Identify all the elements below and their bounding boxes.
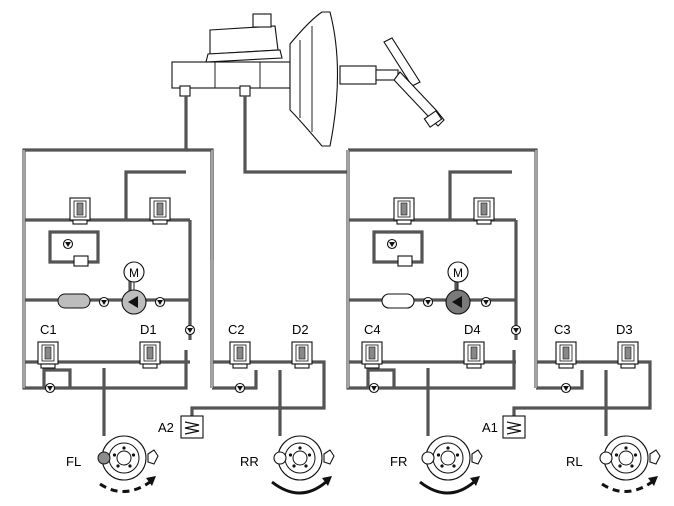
check-valve	[98, 296, 110, 308]
check-valve	[62, 238, 74, 250]
label-c2: C2	[228, 322, 245, 337]
wheels	[97, 435, 661, 495]
label-d1: D1	[140, 322, 157, 337]
check-valve	[422, 296, 434, 308]
check-valve	[510, 324, 522, 336]
master-cylinder-assembly	[171, 11, 445, 147]
accumulator-a2	[180, 415, 204, 439]
check-valve	[368, 382, 380, 394]
check-valve	[480, 296, 492, 308]
motor-right	[447, 261, 469, 283]
label-fl: FL	[66, 454, 81, 469]
motor-label-right: M	[453, 266, 463, 280]
low-pressure-accumulator-left	[57, 293, 91, 309]
label-d3: D3	[616, 322, 633, 337]
accumulator-a1	[502, 415, 526, 439]
valve-d2	[291, 341, 313, 369]
right-circuit-components: M	[361, 197, 639, 439]
valve-c3	[555, 341, 577, 369]
valve-c2	[229, 341, 251, 369]
check-valve	[560, 382, 572, 394]
motor-left	[123, 261, 145, 283]
valve-d1	[139, 341, 161, 369]
label-c1: C1	[40, 322, 57, 337]
low-pressure-accumulator-right	[381, 293, 415, 309]
valve-c1	[37, 341, 59, 369]
valve-upper-right-1	[393, 197, 415, 225]
label-a2: A2	[158, 420, 174, 435]
check-valve	[44, 382, 56, 394]
label-fr: FR	[390, 454, 407, 469]
valve-c4	[361, 341, 383, 369]
check-valve	[386, 238, 398, 250]
hydraulic-pipes	[22, 96, 652, 436]
label-c3: C3	[554, 322, 571, 337]
label-c4: C4	[364, 322, 381, 337]
valve-upper-left-2	[149, 197, 171, 225]
wheel-fl-caliper	[97, 451, 111, 465]
label-d2: D2	[292, 322, 309, 337]
motor-label-left: M	[129, 266, 139, 280]
label-a1: A1	[482, 420, 498, 435]
label-d4: D4	[464, 322, 481, 337]
diagram-labels: C1 D1 C2 D2 C4 D4 C3 D3 A2 A1 FL RR FR R…	[40, 322, 633, 469]
valve-d4	[463, 341, 485, 369]
check-valve	[154, 296, 166, 308]
label-rr: RR	[240, 454, 259, 469]
label-rl: RL	[566, 454, 583, 469]
left-circuit-components: M	[37, 197, 313, 439]
valve-upper-right-2	[473, 197, 495, 225]
valve-upper-left-1	[69, 197, 91, 225]
check-valve	[234, 382, 246, 394]
check-valve	[184, 324, 196, 336]
valve-d3	[617, 341, 639, 369]
